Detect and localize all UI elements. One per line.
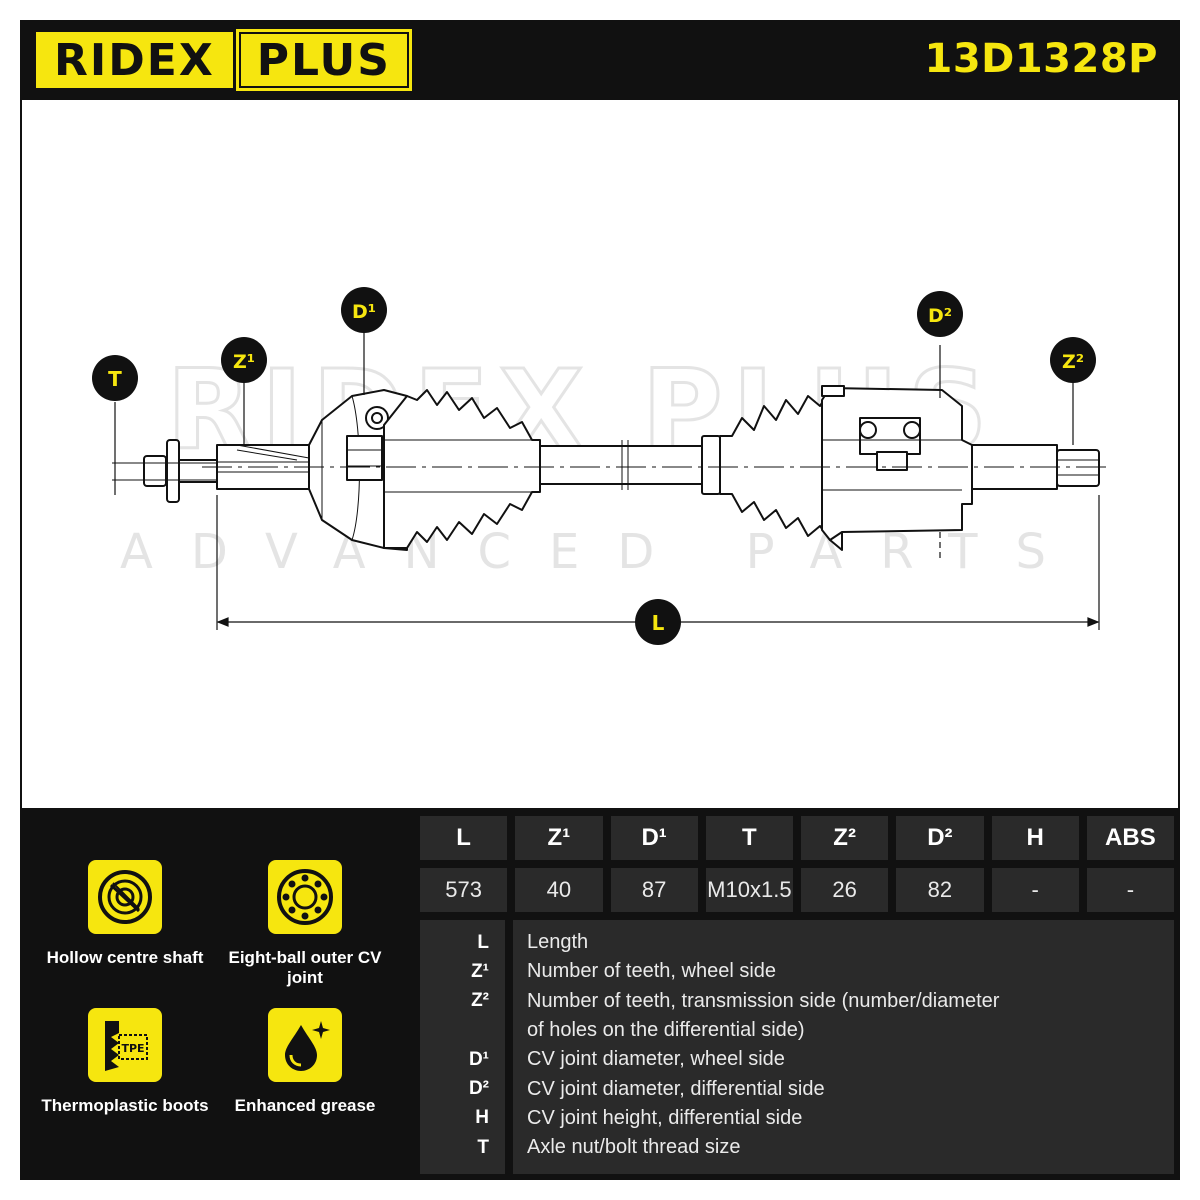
legend-text: Axle nut/bolt thread size: [527, 1136, 741, 1159]
callout-d1: D¹: [341, 287, 387, 333]
tpe-boot-icon: TPE: [88, 1008, 162, 1082]
spec-value-t: M10x1.5: [705, 868, 793, 912]
callout-l: L: [635, 599, 681, 645]
legend-key: [420, 1016, 505, 1045]
legend-text: Length: [527, 931, 589, 954]
centre-shaft: [539, 440, 721, 490]
feature-hollow-shaft: Hollow centre shaft: [35, 860, 215, 968]
callout-d1-label: D¹: [352, 301, 376, 323]
part-number: 13D1328P: [924, 36, 1158, 82]
header-bar: RIDEX PLUS 13D1328P: [20, 20, 1180, 100]
features-grid: Hollow centre shaft Eight-ball outer CV …: [20, 808, 420, 1180]
spec-value-row: 573 40 87 M10x1.5 26 82 - -: [420, 868, 1174, 912]
callout-t: T: [92, 355, 138, 401]
legend-text: CV joint diameter, wheel side: [527, 1048, 785, 1071]
outer-boot: [383, 389, 541, 549]
spec-table: L Z¹ D¹ T Z² D² H ABS 573 40 87 M10x1.5 …: [420, 816, 1174, 920]
legend-key: D¹: [468, 1048, 489, 1070]
feature-label: Eight-ball outer CV joint: [228, 948, 382, 987]
spec-header-h: H: [991, 816, 1079, 860]
eight-ball-joint-icon: [268, 860, 342, 934]
feature-tpe-boots: TPE Thermoplastic boots: [35, 1008, 215, 1116]
legend: L Z¹ Z² D¹ D² H T Length Number of teeth…: [420, 920, 1174, 1174]
tpe-icon-text: TPE: [121, 1042, 144, 1055]
spec-value-d1: 87: [610, 868, 698, 912]
brand-logo: RIDEX PLUS: [36, 29, 412, 91]
callout-z2-label: Z²: [1062, 351, 1084, 373]
legend-text: of holes on the differential side): [527, 1019, 805, 1042]
feature-label: Thermoplastic boots: [41, 1096, 209, 1115]
callout-t-label: T: [108, 367, 122, 391]
inner-cv-joint: [821, 385, 973, 541]
inner-boot: [701, 389, 843, 551]
legend-key: Z²: [471, 990, 489, 1012]
legend-key: Z¹: [471, 960, 489, 982]
callout-l-label: L: [652, 611, 665, 635]
feature-label: Hollow centre shaft: [46, 948, 204, 967]
spec-header-z2: Z²: [801, 816, 889, 860]
grease-drop-icon: [268, 1008, 342, 1082]
callout-z1-label: Z¹: [233, 351, 255, 373]
brand-plus: PLUS: [235, 29, 412, 91]
legend-key: H: [475, 1107, 489, 1129]
spec-header-l: L: [420, 816, 508, 860]
spec-header-z1: Z¹: [515, 816, 603, 860]
callout-z1: Z¹: [221, 337, 267, 383]
spec-header-d1: D¹: [610, 816, 698, 860]
feature-grease: Enhanced grease: [215, 1008, 395, 1116]
hollow-shaft-icon: [88, 860, 162, 934]
feature-eight-ball: Eight-ball outer CV joint: [215, 860, 395, 988]
callout-z2: Z²: [1050, 337, 1096, 383]
feature-label: Enhanced grease: [234, 1096, 376, 1115]
spec-header-row: L Z¹ D¹ T Z² D² H ABS: [420, 816, 1174, 860]
legend-key: T: [477, 1136, 489, 1158]
spec-value-abs: -: [1086, 868, 1174, 912]
legend-key: D²: [468, 1078, 489, 1100]
callouts: T Z¹ D¹ D² Z² L: [92, 287, 1096, 645]
legend-text: CV joint height, differential side: [527, 1106, 803, 1129]
legend-texts: Length Number of teeth, wheel side Numbe…: [513, 920, 1174, 1174]
axle-nut: [112, 439, 218, 503]
spec-header-t: T: [705, 816, 793, 860]
brand-ridex: RIDEX: [36, 32, 233, 88]
legend-text: CV joint diameter, differential side: [527, 1077, 825, 1100]
spec-value-l: 573: [420, 868, 508, 912]
legend-text: Number of teeth, wheel side: [527, 960, 777, 983]
spec-value-d2: 82: [896, 868, 984, 912]
legend-keys: L Z¹ Z² D¹ D² H T: [420, 920, 505, 1174]
legend-key: L: [477, 931, 489, 953]
callout-d2: D²: [917, 291, 963, 337]
spec-panel: Hollow centre shaft Eight-ball outer CV …: [20, 808, 1180, 1180]
spec-header-d2: D²: [896, 816, 984, 860]
watermark-tagline: ADVANCED PARTS: [120, 524, 1084, 580]
spec-value-z2: 26: [801, 868, 889, 912]
spec-value-h: -: [991, 868, 1079, 912]
outer-cv-joint: [308, 389, 408, 551]
callout-d2-label: D²: [928, 305, 952, 327]
spec-header-abs: ABS: [1086, 816, 1174, 860]
spec-value-z1: 40: [515, 868, 603, 912]
legend-text: Number of teeth, transmission side (numb…: [527, 989, 1000, 1012]
driveshaft-diagram: RIDEX PLUS ADVANCED PARTS: [92, 287, 1112, 645]
